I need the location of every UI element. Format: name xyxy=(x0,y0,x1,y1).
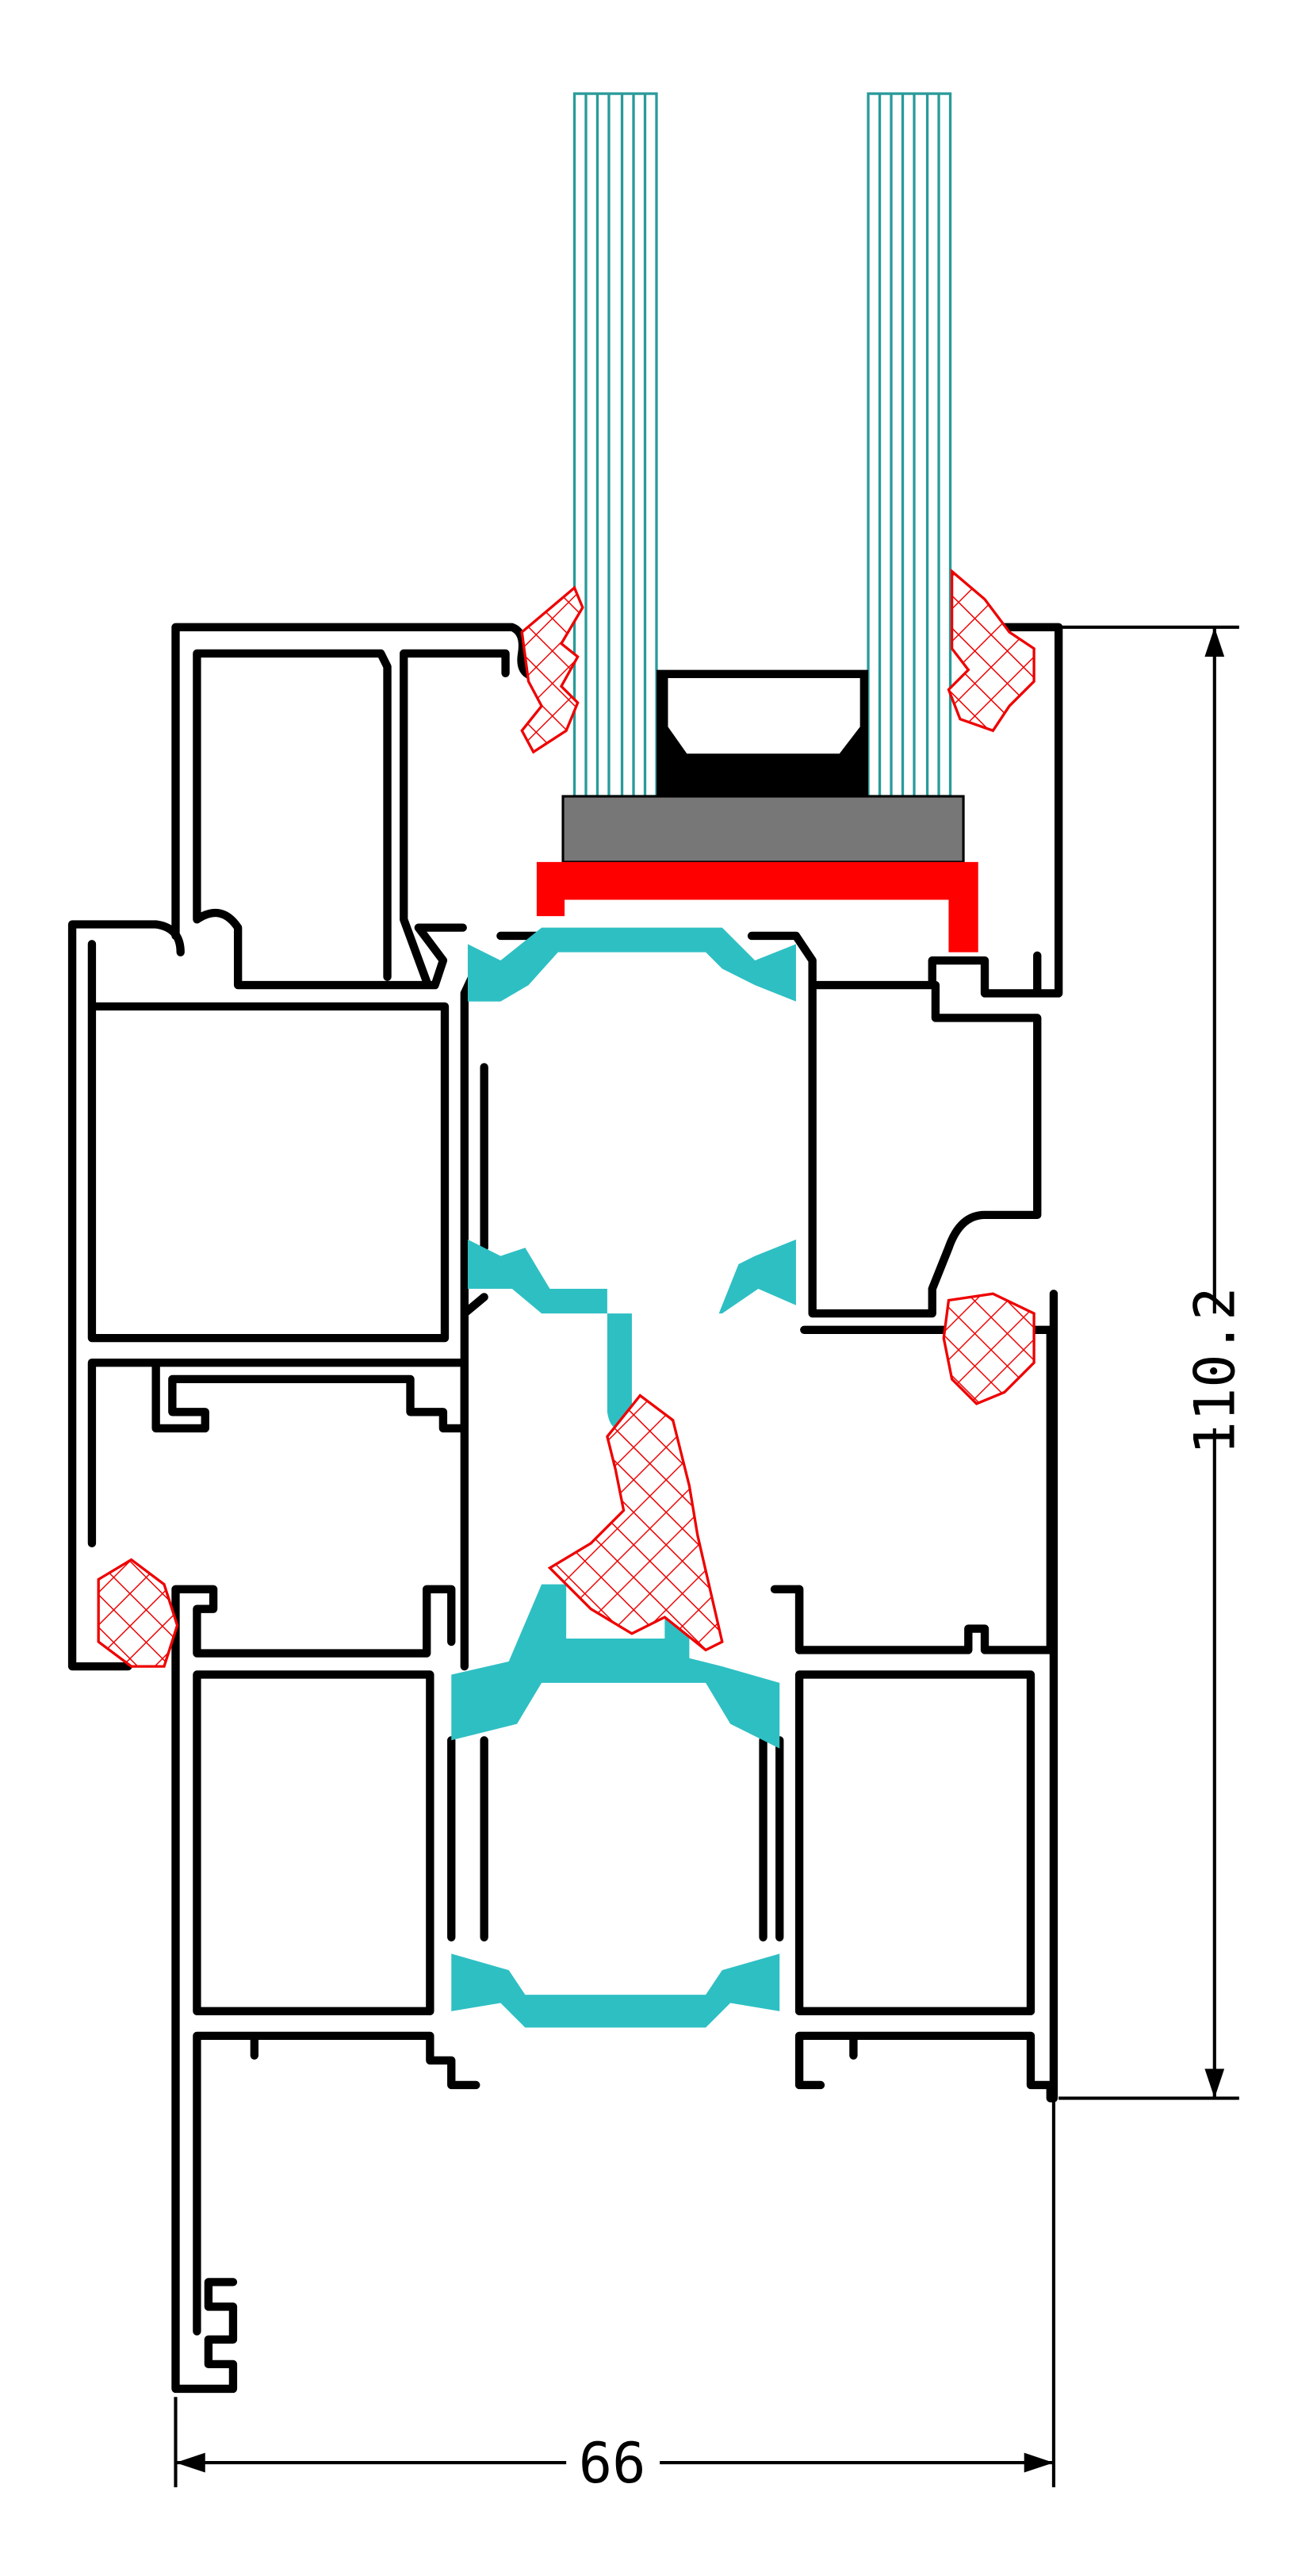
gaskets xyxy=(97,568,1035,1668)
dimension-width: 66 xyxy=(175,2101,1053,2496)
glazing-gasket-right xyxy=(947,568,1035,733)
thermal-break-upper xyxy=(467,927,796,1431)
height-dimension-label: 110.2 xyxy=(1183,1287,1248,1455)
thermal-break-lower xyxy=(451,1584,780,2028)
glass-spacer xyxy=(656,669,869,797)
dimension-height: 110.2 xyxy=(1058,627,1247,2099)
sash-profile xyxy=(67,623,1063,1671)
glazing-support-red xyxy=(536,861,978,953)
frame-gasket-left xyxy=(97,1558,179,1668)
width-dimension-label: 66 xyxy=(579,2431,646,2496)
glazing-block xyxy=(561,795,965,864)
sash-gasket-middle xyxy=(942,1292,1035,1405)
frame-profile xyxy=(171,1290,1058,2394)
glass-pane-left xyxy=(572,92,658,798)
center-gasket xyxy=(547,1393,724,1652)
glazing-gasket-left xyxy=(520,585,584,754)
glass-pane-right xyxy=(867,92,952,798)
